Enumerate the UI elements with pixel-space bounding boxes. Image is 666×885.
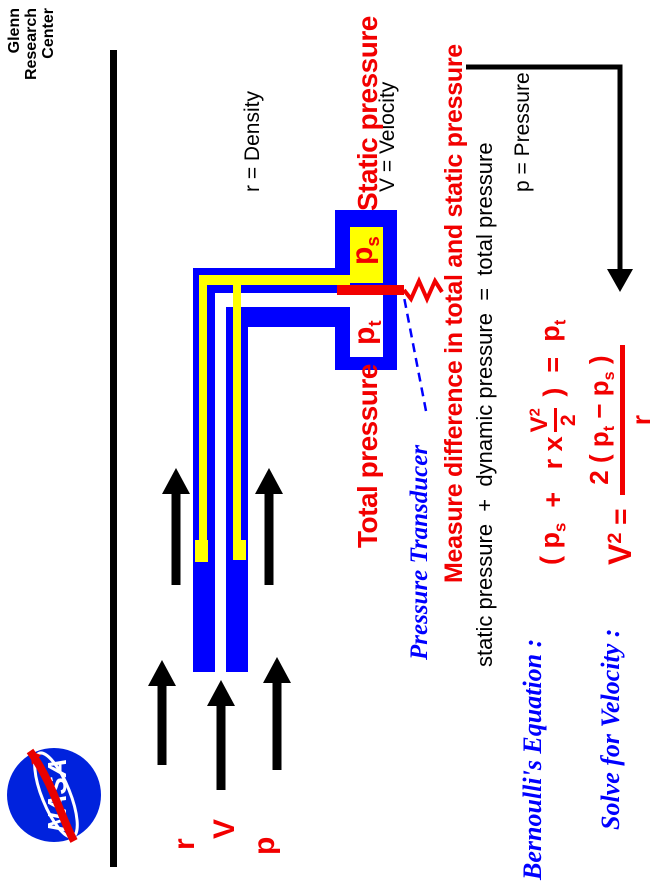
flow-arrowheads-left	[148, 657, 291, 706]
pressure-transducer-element	[337, 276, 444, 304]
transducer-label: Pressure Transducer	[406, 444, 433, 660]
transducer-pointer-line	[402, 296, 428, 412]
eq1-open: ( ps	[535, 522, 570, 565]
flow-arrowheads-near-tube	[162, 468, 283, 494]
bernoulli-label: Bernoulli's Equation :	[518, 638, 547, 880]
pt-sub: t	[364, 320, 386, 327]
pt-base: p	[348, 326, 381, 345]
eq1-plus: +	[537, 469, 568, 523]
flow-arrows-near-tube	[171, 490, 274, 585]
flow-label-velocity: V	[208, 818, 241, 839]
pitot-tube-body	[193, 210, 397, 672]
agency-line: Center	[40, 8, 57, 59]
eq2-fraction: 2 ( pt − ps ) r	[584, 345, 657, 495]
symbol-legend: r = Density V = Velocity p = Pressure	[140, 72, 635, 192]
word-equation: static pressure + dynamic pressure = tot…	[472, 142, 497, 667]
legend-pressure: p = Pressure	[511, 72, 534, 192]
header-rule	[110, 50, 117, 867]
ps-sub: s	[362, 236, 384, 247]
solve-velocity-label: Solve for Velocity :	[596, 628, 625, 830]
eq1-pt: pt	[535, 319, 570, 342]
eq2-numerator: 2 ( pt − ps )	[584, 355, 619, 485]
flow-label-density: r	[168, 838, 201, 850]
pt-symbol: pt	[348, 320, 386, 345]
flow-arrows-left	[157, 679, 282, 790]
agency-name: Glenn Research Center	[6, 8, 57, 80]
legend-density: r = Density	[241, 91, 264, 192]
eq1-numerator: V2	[525, 408, 553, 433]
velocity-equation: V2 = 2 ( pt − ps ) r	[584, 340, 657, 565]
eq2-equals: =	[604, 500, 636, 533]
eq1-denominator: 2	[556, 414, 580, 427]
flow-label-pressure: p	[248, 836, 281, 855]
eq2-denominator: r	[626, 415, 657, 426]
static-pressure-label: Static pressure	[352, 16, 383, 211]
nasa-logo: NASA	[7, 748, 101, 843]
agency-line: Research	[23, 8, 40, 81]
ps-base: p	[346, 246, 379, 265]
total-pressure-label: Total pressure	[352, 364, 383, 548]
agency-line: Glenn	[6, 8, 23, 54]
eq1-rho-times: r x	[537, 436, 568, 470]
measure-difference-note: Measure difference in total and static p…	[440, 44, 468, 583]
eq2-fraction-bar	[620, 345, 626, 495]
eq1-close: ) =	[537, 341, 568, 405]
measure-to-equation-arrow	[466, 64, 633, 292]
eq2-lhs: V2	[602, 532, 639, 565]
bernoulli-equation: ( ps + r x V2 2 ) = pt	[524, 320, 582, 565]
eq1-dynamic-fraction: V2 2	[525, 408, 581, 433]
ps-symbol: ps	[346, 236, 384, 265]
